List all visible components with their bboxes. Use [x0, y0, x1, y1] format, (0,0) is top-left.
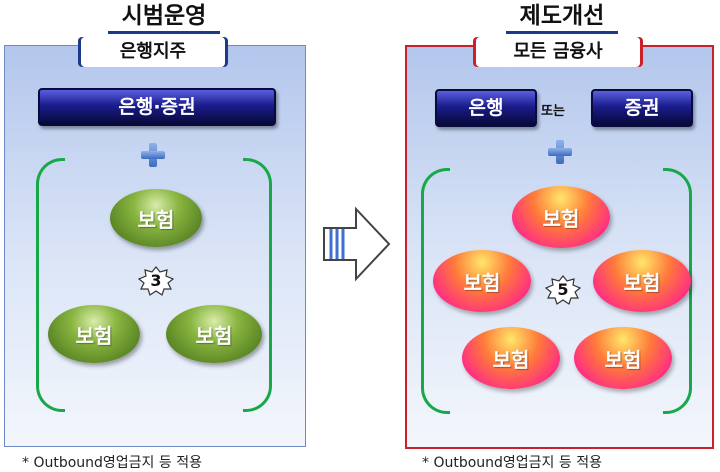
right-footnote: * Outbound영업금지 등 적용	[422, 455, 602, 471]
right-count-badge: 5	[545, 275, 581, 305]
right-arrow-icon	[323, 206, 391, 282]
right-insurance-oval-5: 보험	[574, 327, 672, 389]
left-insurance-oval-3: 보험	[166, 305, 262, 363]
left-insurance-oval-1: 보험	[110, 189, 202, 247]
left-count-badge: 3	[138, 266, 174, 296]
left-footnote: * Outbound영업금지 등 적용	[22, 455, 202, 471]
right-or-label: 또는	[541, 104, 565, 119]
left-insurance-oval-2: 보험	[48, 305, 140, 363]
starburst-icon	[138, 266, 174, 296]
right-plus-icon	[548, 140, 572, 164]
right-title-underline	[506, 31, 618, 34]
right-insurance-oval-4: 보험	[462, 327, 560, 389]
left-panel-title: 시범운영	[108, 2, 220, 34]
right-subtitle: 모든 금융사	[473, 37, 643, 67]
starburst-icon	[545, 275, 581, 305]
right-securities-box: 증권	[591, 89, 693, 127]
left-subtitle: 은행지주	[78, 37, 228, 67]
right-panel-title: 제도개선	[506, 2, 618, 34]
left-plus-icon	[141, 143, 165, 167]
left-title-underline	[108, 31, 220, 34]
left-bank-securities-box: 은행·증권	[38, 88, 276, 126]
right-insurance-oval-2: 보험	[433, 250, 531, 312]
right-insurance-oval-3: 보험	[593, 250, 691, 312]
right-bank-box: 은행	[435, 89, 537, 127]
left-count-text: 3	[150, 271, 162, 290]
right-title-text: 제도개선	[519, 3, 605, 29]
right-count-text: 5	[557, 280, 569, 299]
left-open-bracket	[36, 158, 65, 412]
left-close-bracket	[243, 158, 272, 412]
right-insurance-oval-1: 보험	[512, 186, 610, 248]
left-title-text: 시범운영	[121, 3, 207, 29]
